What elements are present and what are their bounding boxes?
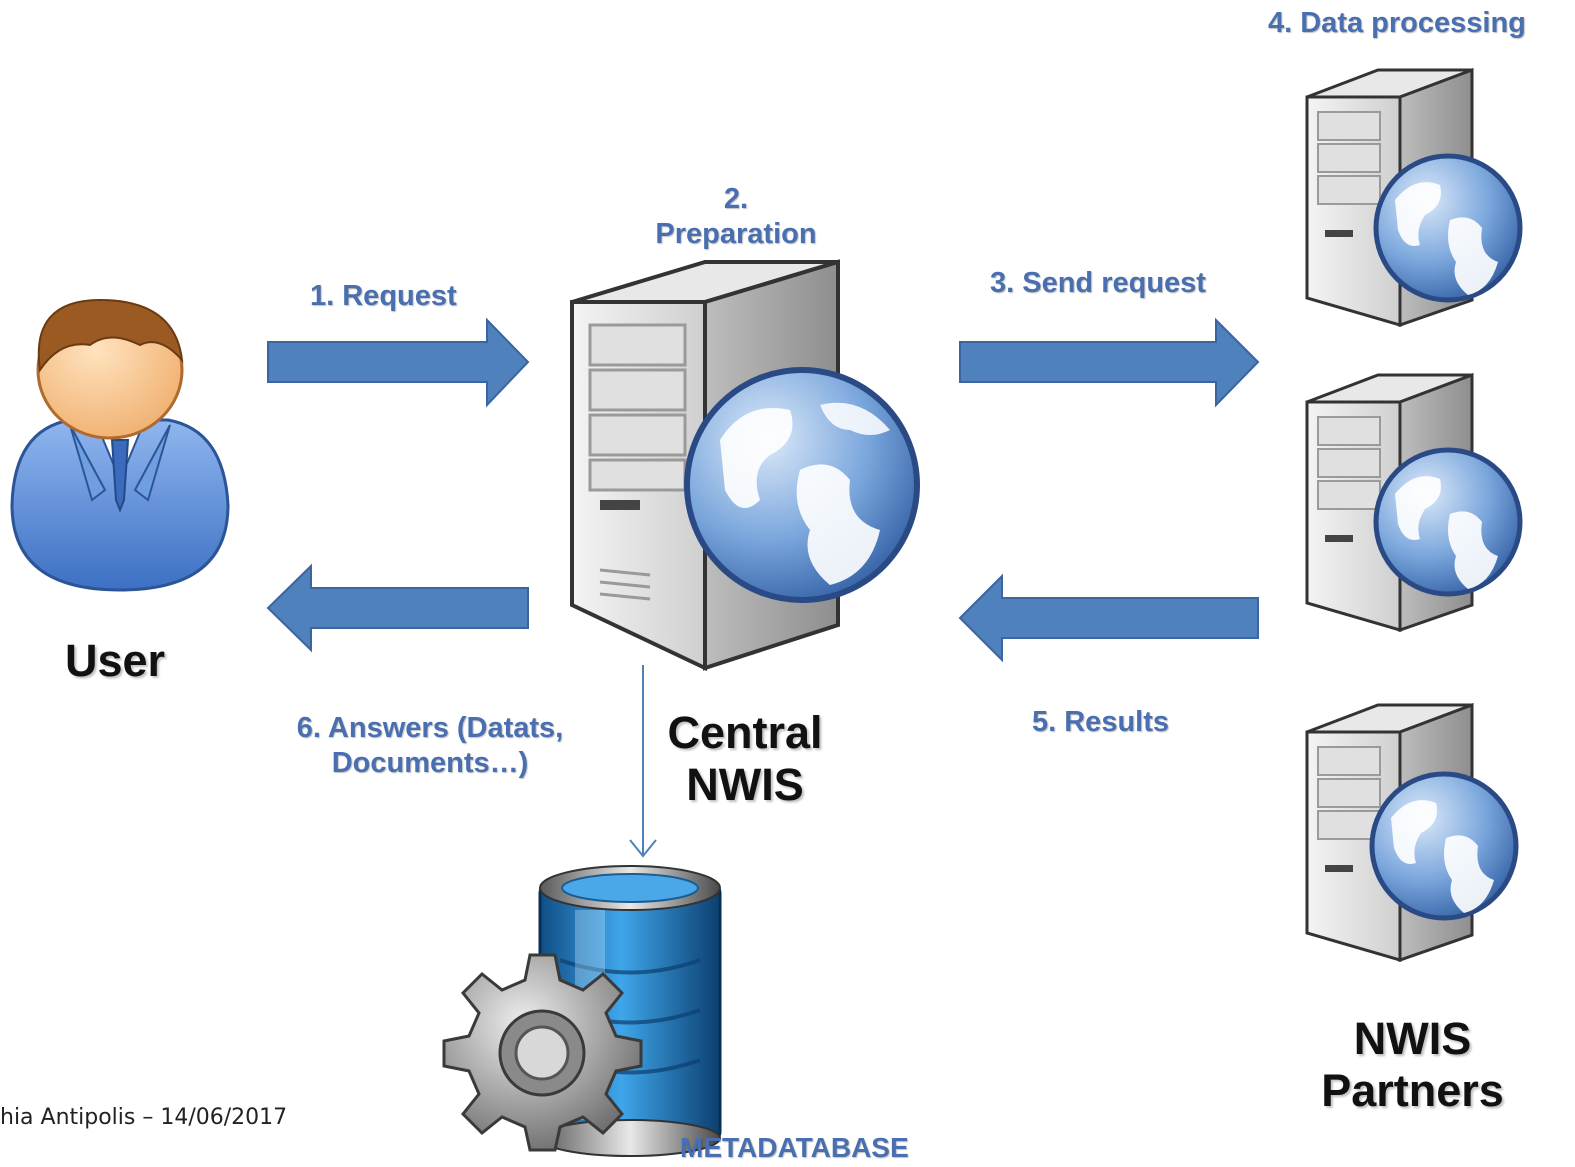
partner-server-icon-2[interactable] (1305, 372, 1523, 633)
user-label: User (64, 635, 166, 686)
step-answers-label: 6. Answers (Datats, Documents…) (282, 711, 578, 781)
arrow-answers (266, 563, 529, 653)
nwis-partners-line2: Partners (1321, 1064, 1504, 1116)
step-preparation-label: 2. Preparation (648, 182, 824, 252)
central-nwis-label: Central NWIS (645, 707, 845, 811)
step-answers-line1: 6. Answers (Datats, (296, 712, 564, 744)
central-nwis-line1: Central (667, 707, 823, 758)
arrow-request (267, 317, 530, 408)
user-icon[interactable] (10, 298, 230, 592)
partner-server-icon-3[interactable] (1305, 702, 1519, 963)
step-send-request-label: 3. Send request (990, 267, 1206, 299)
step-preparation-line1: 2. (723, 183, 749, 215)
central-nwis-line2: NWIS (686, 758, 804, 810)
step-preparation-line2: Preparation (655, 217, 817, 250)
footer-text: hia Antipolis – 14/06/2017 (0, 1105, 288, 1130)
arrow-metadatabase (629, 665, 657, 858)
gear-icon (442, 953, 643, 1152)
step-request-label: 1. Request (310, 280, 457, 312)
metadatabase-label: METADATABASE (680, 1132, 909, 1163)
partner-server-icon-1[interactable] (1305, 67, 1523, 328)
step-results-label: 5. Results (1032, 706, 1169, 738)
arrow-results (958, 573, 1259, 663)
arrow-send-request (959, 317, 1260, 408)
nwis-partners-line1: NWIS (1353, 1013, 1472, 1064)
step-answers-line2: Documents…) (331, 746, 529, 779)
nwis-partners-label: NWIS Partners (1305, 1013, 1520, 1117)
central-globe-icon (684, 367, 920, 603)
step-data-processing-label: 4. Data processing (1268, 7, 1526, 39)
